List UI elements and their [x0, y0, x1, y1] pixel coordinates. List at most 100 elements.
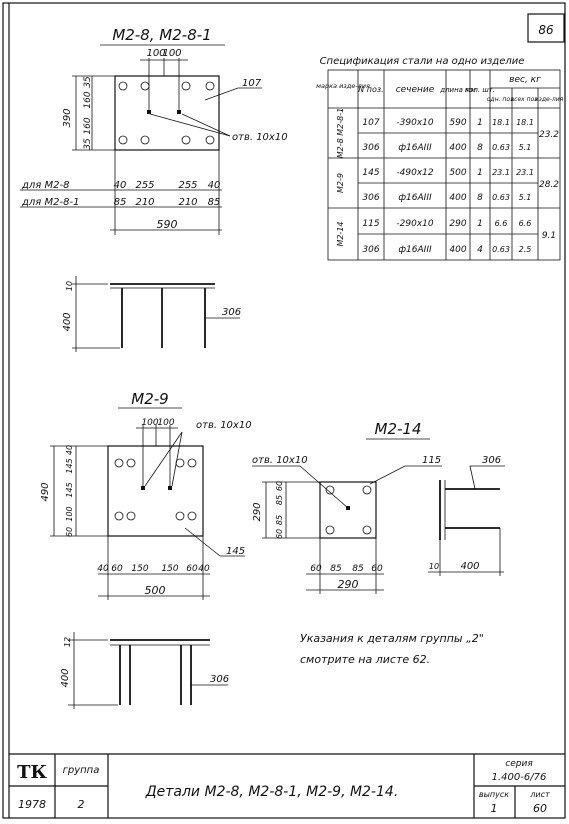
spec-g1-mark: М2-8 М2-8-1 — [336, 108, 345, 158]
m29-hole-2 — [168, 486, 172, 490]
m28-row1-dim-3: 255 — [178, 180, 197, 191]
m214-plate — [319, 481, 377, 539]
m28-dim-total: 590 — [157, 218, 178, 231]
m29-side-top: 12 — [63, 637, 72, 647]
spec-g3-r2-pos: 306 — [362, 245, 379, 255]
spec-g2-r1-qty: 1 — [477, 168, 483, 178]
m28-row2-label: для М2-8-1 — [21, 197, 79, 208]
m214-side-top: 10 — [429, 562, 439, 571]
m28-side-rods — [121, 288, 206, 348]
spec-g3-r2-w-all: 2.5 — [519, 245, 532, 254]
spec-g3-r1-section: -290х10 — [396, 219, 433, 229]
m28-row1-dim-1: 40 — [114, 180, 127, 191]
m29-dim-left-total: 490 — [40, 482, 51, 501]
spec-g2-r1-pos: 145 — [362, 168, 379, 178]
m28-row2-dim-3: 210 — [178, 197, 197, 208]
notes-line-2: смотрите на листе 62. — [300, 653, 430, 666]
title-series-value: 1.400-6/76 — [492, 772, 547, 783]
spec-h-section: сечение — [396, 85, 435, 95]
top-sheet-number-box — [527, 13, 565, 43]
m214-title: М2-14 — [375, 420, 422, 438]
m29-dim-top-a: 100 — [141, 418, 158, 428]
title-issue-value: 1 — [491, 802, 498, 815]
spec-h-length: длина мм — [439, 86, 476, 94]
m29-dim-left-1: 40 — [65, 445, 74, 455]
m28-row1-dim-2: 255 — [135, 180, 154, 191]
spec-g1-r2-qty: 8 — [477, 143, 483, 153]
m214-dim-bottom-3: 85 — [352, 564, 364, 574]
m29-side-pos: 306 — [210, 674, 229, 685]
spec-g2-r1-length: 500 — [449, 168, 466, 178]
notes-line-1: Указания к деталям группы „2" — [300, 632, 484, 645]
m29-dim-total: 500 — [145, 584, 166, 597]
m28-side-top: 10 — [65, 281, 74, 291]
m214-dim-bottom-2: 85 — [330, 564, 342, 574]
spec-g3-r2-length: 400 — [449, 245, 466, 255]
spec-title: Спецификация стали на одно изделие — [320, 56, 525, 67]
m28-pos-plate: 107 — [242, 78, 262, 89]
spec-g2-r2-pos: 306 — [362, 193, 379, 203]
title-year: 1978 — [18, 798, 46, 811]
m29-anchor-marks — [114, 458, 197, 521]
spec-h-w-one: одн. поз. — [487, 96, 515, 103]
m214-pos-plate: 115 — [422, 455, 441, 466]
spec-g3-r2-w-one: 0.63 — [492, 245, 510, 254]
spec-g2-r1-w-all: 23.1 — [516, 168, 534, 177]
spec-g3-r1-length: 290 — [449, 219, 466, 229]
title-main: Детали М2-8, М2-8-1, М2-9, М2-14. — [145, 784, 399, 800]
m28-row1-label: для М2-8 — [21, 180, 69, 191]
spec-g2-r2-w-one: 0.63 — [492, 193, 510, 202]
m28-plate — [114, 75, 220, 151]
m28-dim-top-b: 100 — [162, 48, 181, 59]
m214-dim-bottom-1: 60 — [310, 564, 322, 574]
top-sheet-number: 86 — [538, 23, 554, 37]
m28-hole-label: отв. 10х10 — [232, 132, 288, 143]
spec-g1-r1-w-all: 18.1 — [516, 118, 534, 127]
spec-g2-r2-w-all: 5.1 — [519, 193, 532, 202]
m28-dim-left-3: 160 — [83, 117, 93, 134]
m29-plate — [107, 445, 204, 537]
m28-dim-left-4: 35 — [83, 138, 93, 150]
spec-g2-r2-section: ф16АIII — [398, 193, 432, 203]
spec-g1-r1-pos: 107 — [362, 118, 379, 128]
spec-h-mark: марка изде-лия — [316, 82, 370, 90]
m29-dim-left-3: 145 — [65, 482, 74, 497]
spec-g2-r1-section: -490х12 — [396, 168, 433, 178]
spec-g2-r1-w-one: 23.1 — [492, 168, 510, 177]
m214-dim-left-2: 85 — [275, 495, 284, 505]
spec-h-qty: кол. шт. — [465, 86, 495, 94]
spec-g3-r1-w-one: 6.6 — [495, 219, 508, 228]
m28-side-pos: 306 — [222, 307, 241, 318]
m28-side-height: 400 — [62, 312, 73, 331]
m29-dim-top-b: 100 — [157, 418, 174, 428]
m29-title: М2-9 — [131, 390, 168, 408]
spec-g1-r2-pos: 306 — [362, 143, 379, 153]
spec-g1-r1-w-one: 18.1 — [492, 118, 510, 127]
spec-g1-r1-section: -390х10 — [396, 118, 433, 128]
spec-g3-mark: М2-14 — [336, 221, 345, 246]
m28-title: М2-8, М2-8-1 — [112, 26, 211, 44]
m214-hole-label: отв. 10х10 — [252, 455, 308, 466]
spec-g1-r2-w-all: 5.1 — [519, 143, 532, 152]
spec-g3-r1-w-all: 6.6 — [519, 219, 532, 228]
m214-dim-left-4: 60 — [275, 529, 284, 539]
spec-g2-r2-length: 400 — [449, 193, 466, 203]
spec-g2-mark: М2-9 — [336, 173, 345, 193]
m29-dim-bottom-3: 150 — [131, 564, 148, 574]
title-group-label: группа — [63, 765, 100, 776]
m28-dim-left-2: 160 — [83, 91, 93, 108]
title-series-label: серия — [505, 759, 533, 769]
m29-dim-bottom-6: 40 — [198, 564, 210, 574]
spec-table-grid — [327, 69, 561, 261]
m29-dim-bottom-1: 40 — [97, 564, 109, 574]
title-logo: ТК — [17, 762, 47, 783]
m29-side-rods — [119, 645, 192, 705]
m28-row1-dim-4: 40 — [208, 180, 221, 191]
title-block-grid — [9, 753, 565, 818]
m214-side-pos: 306 — [482, 455, 501, 466]
spec-h-w-item: изде-лия — [535, 96, 564, 103]
m28-dim-top-a: 100 — [146, 48, 165, 59]
m28-anchor-marks — [118, 81, 215, 145]
spec-g1-r2-w-one: 0.63 — [492, 143, 510, 152]
